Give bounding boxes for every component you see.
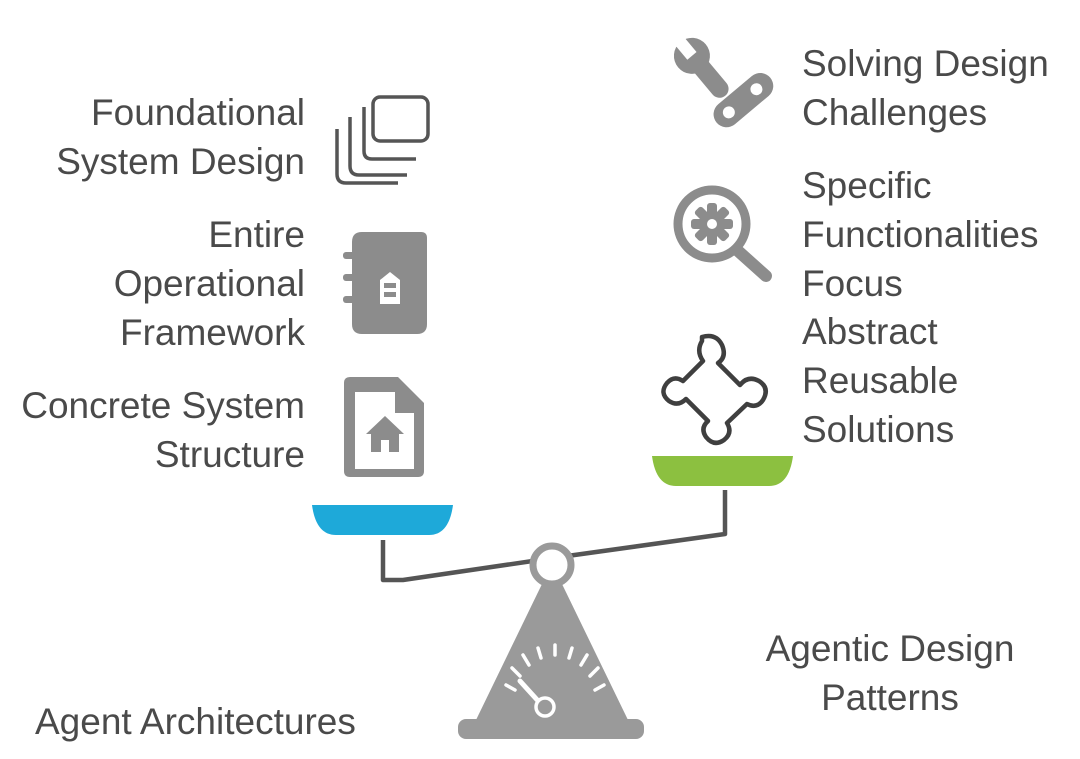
- layers-icon: [335, 95, 430, 185]
- house-document-icon: [344, 377, 424, 477]
- left-pan: [312, 505, 453, 535]
- label-concrete-system-structure: Concrete System Structure: [21, 385, 305, 475]
- notebook-icon: [343, 232, 427, 334]
- scale-stand: [476, 584, 628, 720]
- label-specific-functionalities-focus: Specific Functionalities Focus: [802, 165, 1039, 304]
- label-foundational-system-design: Foundational System Design: [56, 92, 305, 182]
- gear-magnifier-icon: [673, 185, 772, 282]
- label-entire-operational-framework: Entire Operational Framework: [113, 214, 305, 353]
- right-pan: [652, 456, 793, 486]
- wrench-icon: [673, 36, 774, 128]
- label-solving-design-challenges: Solving Design Challenges: [802, 43, 1049, 133]
- label-abstract-reusable-solutions: Abstract Reusable Solutions: [802, 311, 959, 450]
- gauge-icon: [504, 643, 606, 718]
- scale-base: [458, 719, 644, 739]
- scale-pivot: [529, 542, 575, 588]
- title-agentic-design-patterns: Agentic Design Patterns: [765, 628, 1015, 718]
- title-agent-architectures: Agent Architectures: [35, 701, 356, 742]
- puzzle-piece-icon: [661, 333, 768, 446]
- scale-beam: [380, 490, 728, 583]
